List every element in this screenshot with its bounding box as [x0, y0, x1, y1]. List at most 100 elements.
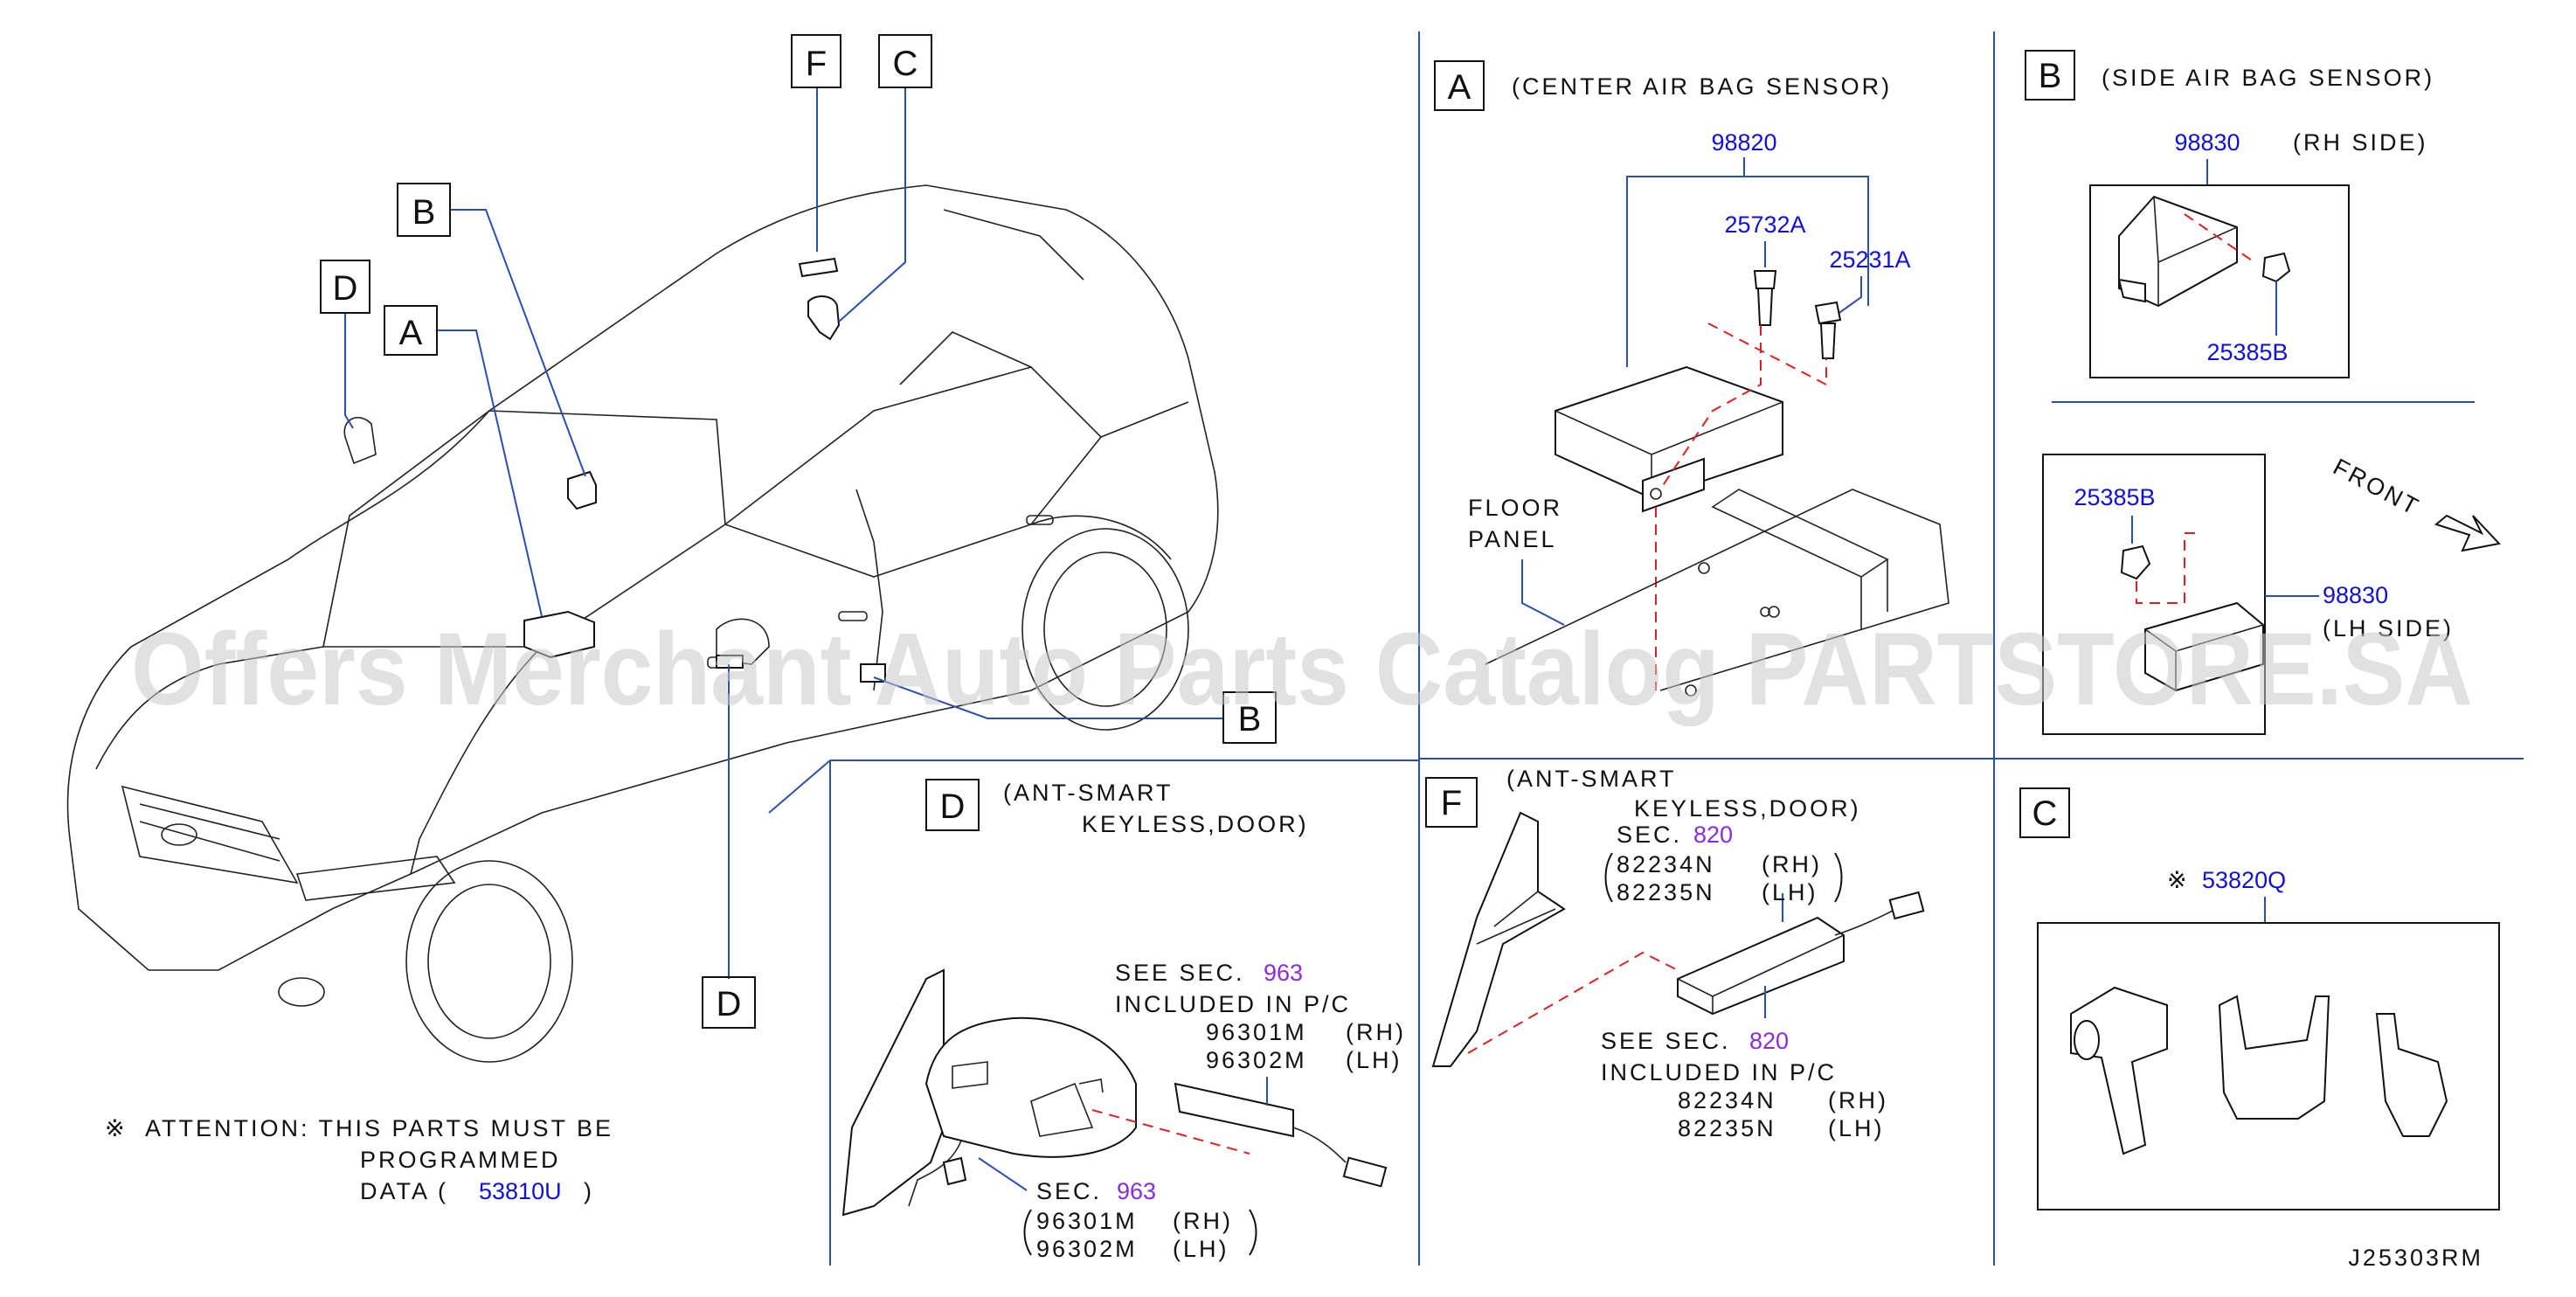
part-98820[interactable]: 98820: [1711, 129, 1776, 156]
nut-25231A: [1814, 301, 1842, 359]
panel-c-mark: ※: [2167, 867, 2190, 893]
car-callouts: F C B D A B D: [320, 34, 1277, 1029]
callout-box-d-bottom[interactable]: [702, 976, 756, 1029]
vehicle-drawing: [66, 184, 1219, 1063]
panel-f-title-2: KEYLESS,DOOR): [1634, 795, 1861, 822]
panel-a-letter: A: [1448, 68, 1472, 107]
d-see-sec-963[interactable]: 963: [1264, 960, 1303, 986]
panel-f-title-1: (ANT-SMART: [1506, 766, 1677, 792]
d-pn-96302M-side: (LH): [1346, 1047, 1402, 1073]
rh-side-label: (RH SIDE): [2293, 129, 2428, 156]
f-pn-82235N-2[interactable]: 82235N: [1678, 1115, 1776, 1141]
f-pn-82234N-2[interactable]: 82234N: [1678, 1087, 1776, 1113]
attention-part-number[interactable]: 53810U: [479, 1178, 562, 1204]
callout-b-bottom: B: [1238, 700, 1262, 739]
nut-25385B-rh: [2261, 252, 2291, 283]
lh-side-label: (LH SIDE): [2323, 615, 2454, 642]
f-sec: SEC.: [1617, 822, 1682, 848]
callout-d-top: D: [333, 269, 358, 308]
sensor-c-on-car: [807, 295, 841, 341]
f-pn-82234N[interactable]: 82234N: [1617, 851, 1715, 877]
panel-dividers: [768, 31, 2524, 1266]
part-25732A[interactable]: 25732A: [1724, 212, 1805, 238]
attention-line-3: DATA (: [360, 1178, 448, 1204]
callout-b-top: B: [412, 193, 436, 232]
callout-box-f[interactable]: [791, 34, 841, 88]
d-pn-96302M-2-side: (LH): [1173, 1236, 1229, 1262]
door-antenna: [1677, 916, 1845, 1016]
d-sec: SEC.: [1036, 1178, 1102, 1204]
antenna-f-on-car: [798, 257, 839, 278]
part-98830-rh[interactable]: 98830: [2174, 129, 2240, 156]
callout-d-bottom: D: [717, 985, 742, 1023]
center-airbag-sensor: [1555, 365, 1783, 500]
f-sec-820[interactable]: 820: [1693, 822, 1733, 848]
f-see-sec: SEE SEC.: [1601, 1028, 1731, 1054]
panel-c: C ※ 53820Q J25303RM: [2019, 787, 2500, 1271]
front-label: FRONT: [2329, 454, 2424, 521]
diagram-code: J25303RM: [2348, 1245, 2483, 1271]
attention-line-2: PROGRAMMED: [360, 1147, 561, 1173]
antenna-b-on-car: [860, 663, 886, 683]
callout-box-b-top[interactable]: [397, 183, 451, 237]
height-sensor: [2070, 986, 2168, 1155]
part-25385B-rh[interactable]: 25385B: [2206, 339, 2288, 365]
sensor-bracket-1: [2218, 995, 2330, 1120]
part-53820Q[interactable]: 53820Q: [2202, 867, 2286, 893]
d-pn-96301M-2-side: (RH): [1173, 1208, 1233, 1234]
bolt-25732A: [1753, 270, 1777, 326]
d-included: INCLUDED IN P/C: [1115, 991, 1351, 1017]
d-see-sec: SEE SEC.: [1115, 960, 1245, 986]
panel-f: F (ANT-SMART KEYLESS,DOOR) SEC. 820 8223…: [1425, 766, 1925, 1141]
d-pn-96302M-2[interactable]: 96302M: [1036, 1236, 1138, 1262]
d-pn-96301M-2[interactable]: 96301M: [1036, 1208, 1138, 1234]
callout-box-c[interactable]: [878, 34, 932, 88]
front-arrow-icon: [2434, 514, 2501, 552]
panel-b-title: (SIDE AIR BAG SENSOR): [2102, 65, 2434, 91]
floor-label-1: FLOOR: [1468, 495, 1562, 521]
attention-mark: ※: [105, 1115, 128, 1141]
mirror-antenna: [1174, 1082, 1294, 1138]
d-sec-963[interactable]: 963: [1117, 1178, 1156, 1204]
f-pn-82234N-2-side: (RH): [1828, 1087, 1888, 1113]
callout-box-d-top[interactable]: [320, 260, 370, 314]
panel-d-letter: D: [940, 787, 966, 826]
panel-f-letter: F: [1441, 784, 1462, 822]
panel-a-title: (CENTER AIR BAG SENSOR): [1512, 73, 1892, 100]
f-pn-82235N[interactable]: 82235N: [1617, 879, 1715, 905]
callout-c: C: [893, 45, 918, 83]
side-sensor-on-car: [567, 470, 597, 510]
d-pn-96302M[interactable]: 96302M: [1206, 1047, 1307, 1073]
f-pn-82235N-2-side: (LH): [1828, 1115, 1885, 1141]
panel-b-letter: B: [2039, 57, 2062, 95]
center-sensor-on-car: [523, 610, 595, 659]
panel-a: A (CENTER AIR BAG SENSOR) 98820 25732A 2…: [1434, 60, 1949, 697]
callout-box-a[interactable]: [384, 305, 438, 356]
part-98830-lh[interactable]: 98830: [2323, 582, 2388, 608]
floor-label-2: PANEL: [1468, 526, 1557, 552]
panel-c-letter: C: [2032, 794, 2058, 833]
side-airbag-sensor-lh: [2144, 601, 2264, 692]
part-25385B-lh[interactable]: 25385B: [2074, 484, 2155, 510]
part-25231A[interactable]: 25231A: [1829, 246, 1910, 273]
nut-25385B-lh: [2120, 544, 2151, 580]
panel-d: D (ANT-SMART KEYLESS,DOOR) SEE SEC. 963 …: [841, 779, 1406, 1262]
callout-box-b-bottom[interactable]: [1222, 691, 1277, 744]
sensor-bracket-2: [2375, 1013, 2448, 1137]
d-pn-96301M-side: (RH): [1346, 1019, 1406, 1045]
f-see-sec-820[interactable]: 820: [1749, 1028, 1789, 1054]
panel-d-title-1: (ANT-SMART: [1003, 780, 1174, 806]
f-included: INCLUDED IN P/C: [1601, 1059, 1837, 1085]
attention-note: ※ ATTENTION: THIS PARTS MUST BE PROGRAMM…: [105, 1115, 613, 1204]
panel-d-title-2: KEYLESS,DOOR): [1082, 811, 1309, 837]
door-mirror-housing: [924, 1016, 1137, 1158]
f-pn-82234N-side: (RH): [1762, 851, 1822, 877]
door-trim-panel: [1431, 811, 1566, 1067]
attention-line-1: ATTENTION: THIS PARTS MUST BE: [145, 1115, 613, 1141]
d-pn-96301M[interactable]: 96301M: [1206, 1019, 1307, 1045]
attention-line-3-end: ): [584, 1178, 594, 1204]
callout-a: A: [399, 314, 423, 352]
callout-f: F: [806, 45, 827, 83]
f-pn-82235N-side: (LH): [1762, 879, 1818, 905]
